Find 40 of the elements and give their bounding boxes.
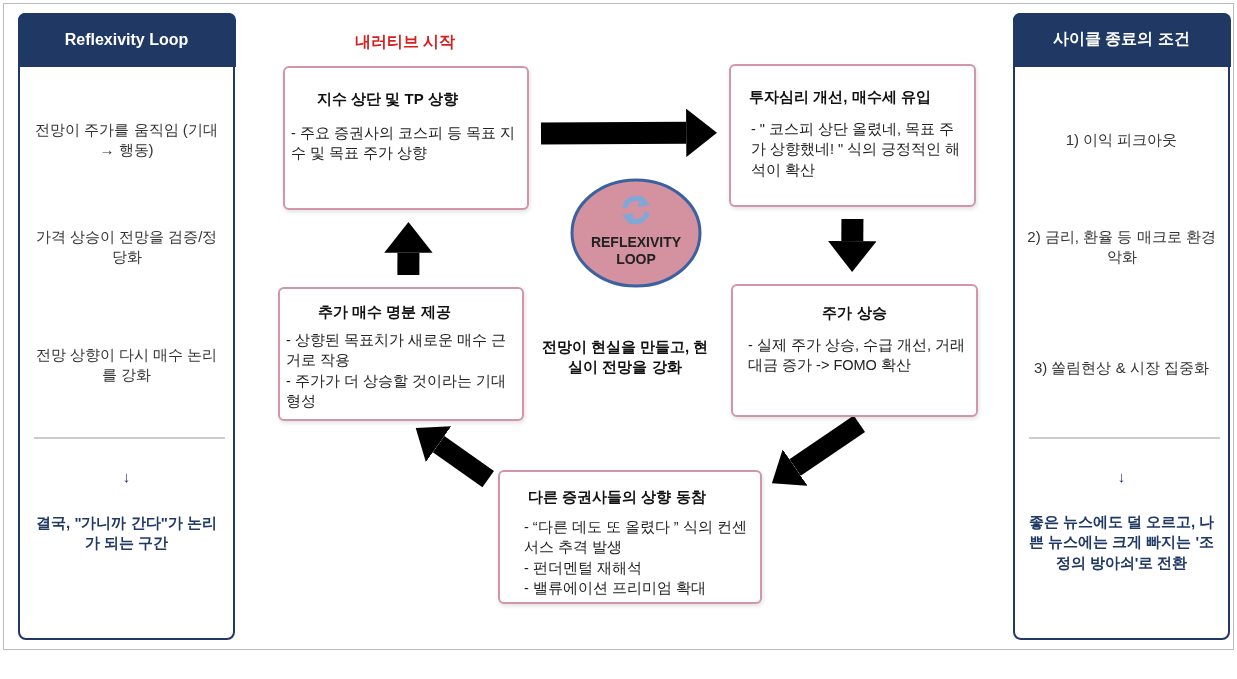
arrow-glyph: ↓ bbox=[121, 467, 132, 487]
block-arrow bbox=[771, 415, 866, 486]
box-text: - “다른 데도 또 올렸다 ” 식의 컨센서스 추격 발생 bbox=[523, 518, 748, 558]
process-box bbox=[278, 287, 524, 421]
box-text: - 펀더멘털 재해석 bbox=[523, 558, 643, 578]
process-box bbox=[498, 470, 762, 604]
box-text: - 상향된 목표치가 새로운 매수 근거로 작용 bbox=[285, 331, 507, 371]
box-heading: 다른 증권사들의 상향 동참 bbox=[527, 488, 707, 507]
process-box bbox=[283, 66, 529, 210]
box-heading: 지수 상단 및 TP 상향 bbox=[316, 90, 459, 109]
conclusion-text: 좋은 뉴스에도 덜 오르고, 나쁜 뉴스에는 크게 빠지는 '조정의 방아쇠'로 전환 bbox=[1027, 512, 1216, 573]
panel-item: 전망 상향이 다시 매수 논리를 강화 bbox=[34, 345, 219, 386]
box-heading: 투자심리 개선, 매수세 유입 bbox=[748, 88, 932, 107]
side-panel bbox=[1013, 13, 1230, 640]
block-arrow bbox=[384, 222, 433, 276]
box-text: - 밸류에이션 프리미엄 확대 bbox=[523, 578, 707, 598]
arrow-glyph: ↓ bbox=[1116, 467, 1127, 487]
panel-item: 가격 상승이 전망을 검증/정당화 bbox=[34, 227, 219, 268]
panel-item: 2) 금리, 환율 등 매크로 환경 악화 bbox=[1026, 227, 1217, 268]
process-box bbox=[729, 64, 976, 207]
loop-caption: 전망이 현실을 만들고, 현실이 전망을 강화 bbox=[540, 337, 710, 378]
panel-item: 1) 이익 피크아웃 bbox=[1064, 130, 1179, 150]
start-label: 내러티브 시작 bbox=[355, 32, 456, 52]
box-text: - " 코스피 상단 올렸네, 목표 주가 상향했네! " 식의 긍정적인 해석이 확산 bbox=[750, 120, 962, 180]
process-box bbox=[731, 284, 978, 417]
box-text: - 주가가 더 상승할 것이라는 기대 형성 bbox=[285, 371, 507, 411]
panel-item: 전망이 주가를 움직임 (기대 → 행동) bbox=[34, 120, 219, 161]
panel-item: 3) 쏠림현상 & 시장 집중화 bbox=[1033, 358, 1210, 378]
loop-label: REFLEXIVITY LOOP bbox=[589, 234, 683, 268]
box-text: - 주요 증권사의 코스피 등 목표 지수 및 목표 주가 상향 bbox=[290, 124, 516, 164]
block-arrow bbox=[540, 108, 717, 158]
conclusion-text: 결국, "가니까 간다"가 논리가 되는 구간 bbox=[35, 513, 218, 554]
box-heading: 추가 매수 명분 제공 bbox=[317, 303, 452, 322]
block-arrow bbox=[828, 218, 877, 272]
panel-header: Reflexivity Loop bbox=[17, 12, 236, 67]
side-panel bbox=[18, 13, 235, 640]
box-text: - 실제 주가 상승, 수급 개선, 거래대금 증가 -> FOMO 확산 bbox=[747, 336, 967, 376]
panel-header: 사이클 종료의 조건 bbox=[1012, 12, 1231, 67]
block-arrow bbox=[415, 426, 494, 488]
box-heading: 주가 상승 bbox=[821, 304, 888, 323]
